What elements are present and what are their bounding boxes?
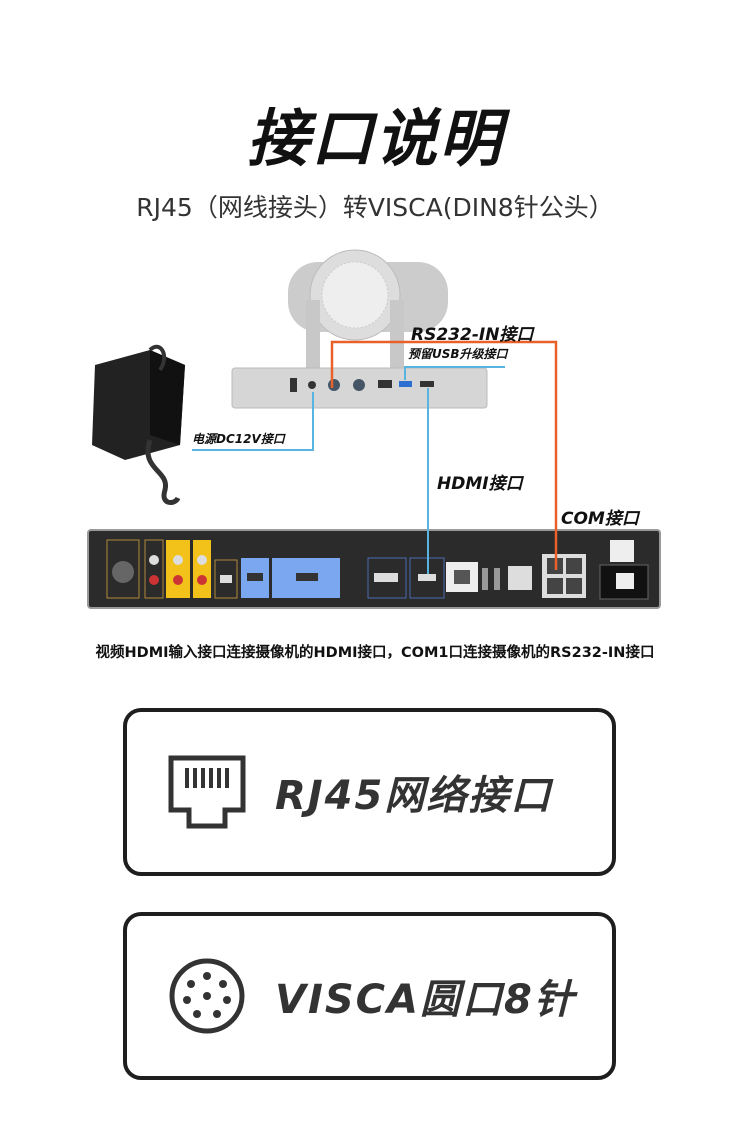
label-com: COM接口 xyxy=(561,509,639,529)
camera-image xyxy=(231,249,488,409)
card-label: RJ45网络接口 xyxy=(275,773,553,819)
diagram-caption: 视频HDMI输入接口连接摄像机的HDMI接口，COM1口连接摄像机的RS232-… xyxy=(95,645,655,661)
label-rs232-in: RS232-IN接口 xyxy=(411,325,534,345)
label-usb-upgrade: 预留USB升级接口 xyxy=(408,347,508,361)
din8-round-port-icon xyxy=(169,958,245,1034)
power-adapter-image xyxy=(92,344,185,505)
power-pointer-line xyxy=(192,392,314,451)
card-visca: VISCA圆口8针 xyxy=(123,912,616,1080)
page-subtitle: RJ45（网线接头）转VISCA(DIN8针公头） xyxy=(136,193,614,222)
usb-pointer-line xyxy=(404,366,505,380)
card-rj45: RJ45网络接口 xyxy=(123,708,616,876)
card-label: VISCA圆口8针 xyxy=(275,977,576,1023)
codec-device-image xyxy=(87,529,661,609)
rs232-cable-line xyxy=(330,340,558,570)
label-hdmi: HDMI接口 xyxy=(437,474,523,494)
page-title: 接口说明 xyxy=(246,102,503,175)
connection-diagram xyxy=(87,249,661,609)
label-power-dc12v: 电源DC12V接口 xyxy=(192,432,285,446)
rj45-port-icon xyxy=(168,755,246,829)
